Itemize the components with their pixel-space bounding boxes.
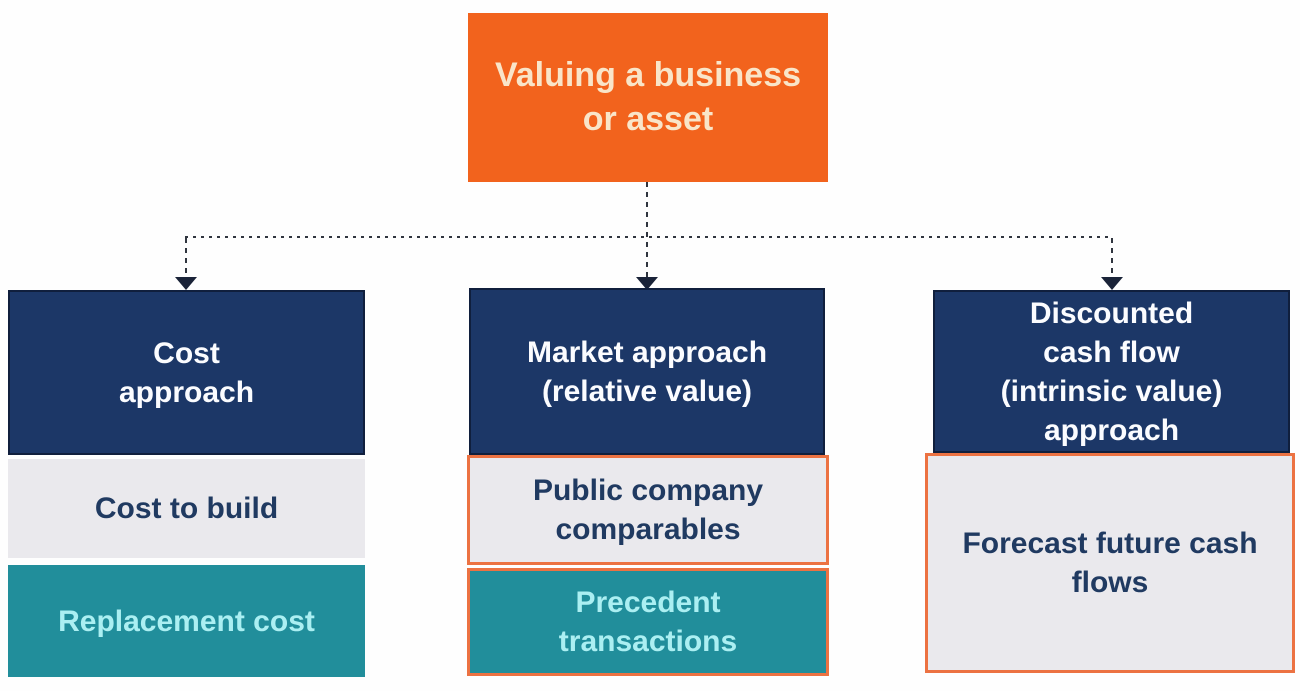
connector-drop-left-line [185, 238, 187, 277]
node-cost-to-build: Cost to build [8, 459, 365, 558]
connector-trunk-line [646, 182, 648, 277]
node-replacement-cost: Replacement cost [8, 565, 365, 677]
connector-drop-right-line [1111, 238, 1113, 277]
node-forecast-future-cash-flows: Forecast future cash flows [925, 453, 1295, 673]
arrow-down-icon [175, 277, 197, 290]
arrow-down-icon [1101, 277, 1123, 290]
node-dcf-approach: Discounted cash flow (intrinsic value) a… [933, 290, 1290, 453]
node-cost-approach: Cost approach [8, 290, 365, 455]
node-public-company-comparables: Public company comparables [467, 455, 829, 565]
arrow-down-icon [636, 277, 658, 290]
connector-crossbar-line [185, 236, 1113, 238]
root-node-valuing-business: Valuing a business or asset [468, 13, 828, 182]
node-precedent-transactions: Precedent transactions [467, 568, 829, 676]
node-market-approach: Market approach (relative value) [469, 288, 825, 455]
